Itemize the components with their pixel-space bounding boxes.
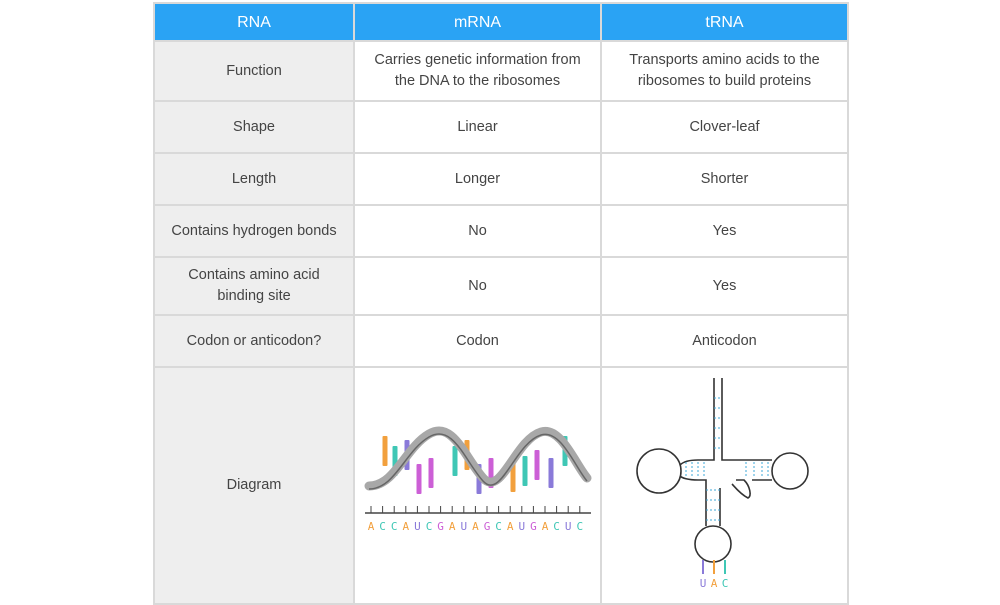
mrna-base-block [522,456,528,486]
trna-cell: Shorter [600,152,849,206]
mrna-cell: Linear [353,100,602,154]
header-mrna: mRNA [353,2,602,42]
mrna-cell: No [353,256,602,316]
row-label: Codon or anticodon? [153,314,355,368]
row-label: Function [153,40,355,102]
rna-comparison-table: RNA mRNA tRNA Function Carries genetic i… [153,2,849,605]
trna-cell: Yes [600,204,849,258]
row-label: Contains hydrogen bonds [153,204,355,258]
mrna-base-letter: C [391,520,398,533]
mrna-base-letter: A [402,520,409,533]
mrna-base-block [428,458,434,488]
mrna-base-block [534,450,540,480]
mrna-cell: Longer [353,152,602,206]
mrna-base-letter: U [565,520,572,533]
mrna-base-letter: C [426,520,433,533]
mrna-base-letter: C [379,520,386,533]
row-label: Length [153,152,355,206]
trna-outline [636,378,809,563]
trna-hydrogen-bonds [685,397,769,521]
trna-cell: Anticodon [600,314,849,368]
trna-anticodon-letter: C [722,577,729,590]
mrna-base-block [382,436,388,466]
table-row: Codon or anticodon? Codon Anticodon [153,314,849,368]
mrna-base-letter: A [472,520,479,533]
mrna-base-letter: A [507,520,514,533]
table-row: Shape Linear Clover-leaf [153,100,849,154]
mrna-base-letter: U [460,520,467,533]
trna-anticodon-letter: A [711,577,718,590]
mrna-cell: Codon [353,314,602,368]
mrna-base-letter: U [518,520,525,533]
mrna-base-block [510,462,516,492]
trna-cell: Clover-leaf [600,100,849,154]
trna-cell: Yes [600,256,849,316]
trna-cell: Transports amino acids to the ribosomes … [600,40,849,102]
mrna-base-letter: A [368,520,375,533]
row-label: Contains amino acid binding site [153,256,355,316]
mrna-base-block [452,446,458,476]
mrna-base-block [416,464,422,494]
mrna-base-letter: G [484,520,491,533]
mrna-base-letter: C [576,520,583,533]
row-label: Shape [153,100,355,154]
mrna-base-letter: G [530,520,537,533]
table-row: Length Longer Shorter [153,152,849,206]
mrna-base-letter: A [542,520,549,533]
mrna-ribbon-edge [368,433,588,490]
mrna-base-letter: A [449,520,456,533]
mrna-cell: Carries genetic information from the DNA… [353,40,602,102]
row-label: Diagram [153,366,355,605]
mrna-ticks [370,506,581,513]
mrna-ribbon [364,426,592,491]
table-row: Contains hydrogen bonds No Yes [153,204,849,258]
header-rna: RNA [153,2,355,42]
mrna-base-letter: C [553,520,560,533]
mrna-base-letter: C [495,520,502,533]
mrna-base-letter: U [414,520,421,533]
header-row: RNA mRNA tRNA [153,2,849,42]
table-row: Function Carries genetic information fro… [153,40,849,102]
mrna-cell: No [353,204,602,258]
header-trna: tRNA [600,2,849,42]
trna-anticodon-letter: U [700,577,707,590]
mrna-base-letter: G [437,520,444,533]
mrna-base-block [548,458,554,488]
table-row: Contains amino acid binding site No Yes [153,256,849,316]
